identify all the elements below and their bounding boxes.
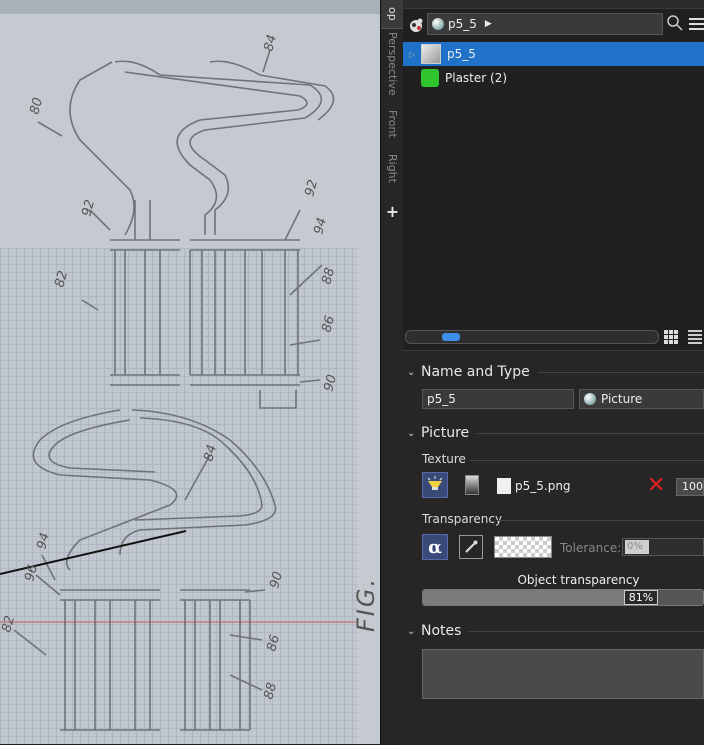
annotation-82-upper: 82	[52, 269, 71, 289]
object-transparency-value: 81%	[624, 590, 658, 605]
remove-texture-icon[interactable]: ✕	[647, 473, 666, 498]
annotation-88-lower: 88	[261, 681, 280, 701]
object-transparency-slider[interactable]: 81%	[422, 589, 704, 606]
notes-textarea[interactable]	[422, 649, 704, 699]
properties-panel: ⌄ Name and Type p5_5 Picture ⌄ Picture T…	[403, 350, 704, 745]
name-field[interactable]: p5_5	[422, 389, 574, 409]
material-selector-label: p5_5	[448, 17, 477, 31]
eyedropper-button[interactable]	[459, 535, 483, 559]
annotation-84-top: 84	[261, 33, 280, 53]
grid-view-icon[interactable]	[664, 330, 678, 344]
alpha-channel-button[interactable]: α	[422, 534, 448, 560]
lamp-icon	[427, 476, 443, 490]
annotation-82-lower: 82	[0, 614, 18, 634]
horizontal-scrollbar[interactable]	[405, 330, 659, 344]
material-thumbnail-icon	[421, 69, 439, 87]
annotation-94-lower: 94	[34, 531, 53, 551]
texture-strength-field[interactable]: 100	[676, 478, 704, 496]
tree-item-p5-5[interactable]: ▷ p5_5	[403, 42, 704, 66]
materials-toolbar: p5_5 ▶	[403, 10, 704, 38]
chevron-right-icon: ▶	[484, 19, 492, 29]
annotation-84-lower: 84	[201, 443, 220, 463]
list-view-icon[interactable]	[688, 330, 702, 344]
annotation-90-lower: 90	[267, 570, 286, 590]
image-file-icon	[497, 478, 511, 494]
tolerance-value: 0%	[625, 540, 649, 554]
chevron-down-icon: ⌄	[407, 625, 416, 637]
type-dropdown-label: Picture	[601, 392, 643, 406]
annotation-96: 96	[22, 563, 41, 583]
tab-top[interactable]: op	[381, 0, 404, 29]
tab-right[interactable]: Right	[386, 153, 399, 183]
annotation-94-upper: 94	[311, 216, 330, 236]
tree-item-label: Plaster (2)	[445, 71, 508, 85]
viewport-3d[interactable]: 84 80 82 92 92 94 88 86 90 84 94 96 82 9…	[0, 0, 380, 744]
drawing-overlay: 84 80 82 92 92 94 88 86 90 84 94 96 82 9…	[0, 33, 357, 731]
material-selector[interactable]: p5_5 ▶	[427, 13, 663, 35]
tolerance-slider[interactable]: 0%	[622, 538, 704, 556]
texture-label: Texture	[422, 452, 466, 466]
eyedropper-icon	[465, 540, 478, 553]
chevron-down-icon: ⌄	[407, 427, 416, 439]
slider-fill	[423, 590, 650, 605]
tree-item-plaster[interactable]: Plaster (2)	[403, 66, 704, 90]
transparency-label: Transparency	[422, 512, 503, 526]
tab-perspective[interactable]: Perspective	[386, 32, 399, 96]
material-thumbnail-icon	[421, 44, 441, 64]
tree-item-label: p5_5	[447, 47, 476, 61]
annotation-88-upper: 88	[319, 266, 338, 286]
tab-front[interactable]: Front	[386, 110, 399, 138]
section-notes[interactable]: ⌄ Notes	[403, 620, 704, 642]
viewport-grid	[0, 248, 357, 744]
gradient-icon	[465, 475, 479, 495]
alpha-icon: α	[428, 536, 442, 558]
view-tabs: op Perspective Front Right +	[380, 0, 404, 744]
panel-header	[403, 0, 704, 9]
type-sphere-icon	[584, 393, 596, 405]
type-dropdown[interactable]: Picture	[579, 389, 704, 409]
chevron-down-icon: ⌄	[407, 366, 416, 378]
transparency-color-swatch[interactable]	[494, 536, 552, 558]
viewport-top-bar	[0, 0, 380, 14]
annotation-80: 80	[27, 96, 46, 116]
section-picture[interactable]: ⌄ Picture	[403, 422, 704, 444]
material-tree: ▷ p5_5 Plaster (2)	[403, 42, 704, 90]
texture-file[interactable]: p5_5.png	[497, 478, 571, 494]
texture-file-name: p5_5.png	[515, 479, 571, 493]
texture-bump-button[interactable]	[459, 472, 485, 498]
section-title: Picture	[421, 425, 470, 441]
materials-panel: p5_5 ▶ ▷ p5_5 Plaster (2) ⌄ Name and Typ…	[403, 0, 704, 745]
object-transparency-label: Object transparency	[517, 573, 640, 587]
figure-label: FIG. 4b	[352, 576, 380, 632]
hamburger-menu-icon[interactable]	[689, 15, 704, 31]
search-icon[interactable]	[666, 14, 684, 32]
annotation-86-lower: 86	[264, 633, 283, 653]
annotation-92-right: 92	[302, 178, 321, 198]
annotation-90-upper: 90	[321, 373, 340, 393]
annotation-92-left: 92	[79, 198, 98, 218]
add-view-button[interactable]: +	[385, 202, 400, 221]
section-name-and-type[interactable]: ⌄ Name and Type	[403, 361, 704, 383]
texture-lamp-button[interactable]	[422, 472, 448, 498]
scrollbar-thumb[interactable]	[442, 333, 460, 341]
tolerance-label: Tolerance:	[560, 541, 622, 555]
expand-arrow-icon[interactable]: ▷	[409, 49, 416, 59]
annotation-86-upper: 86	[319, 314, 338, 334]
material-sphere-icon	[432, 18, 444, 30]
section-title: Notes	[421, 623, 462, 639]
materials-icon[interactable]	[407, 16, 425, 34]
section-title: Name and Type	[421, 364, 530, 380]
